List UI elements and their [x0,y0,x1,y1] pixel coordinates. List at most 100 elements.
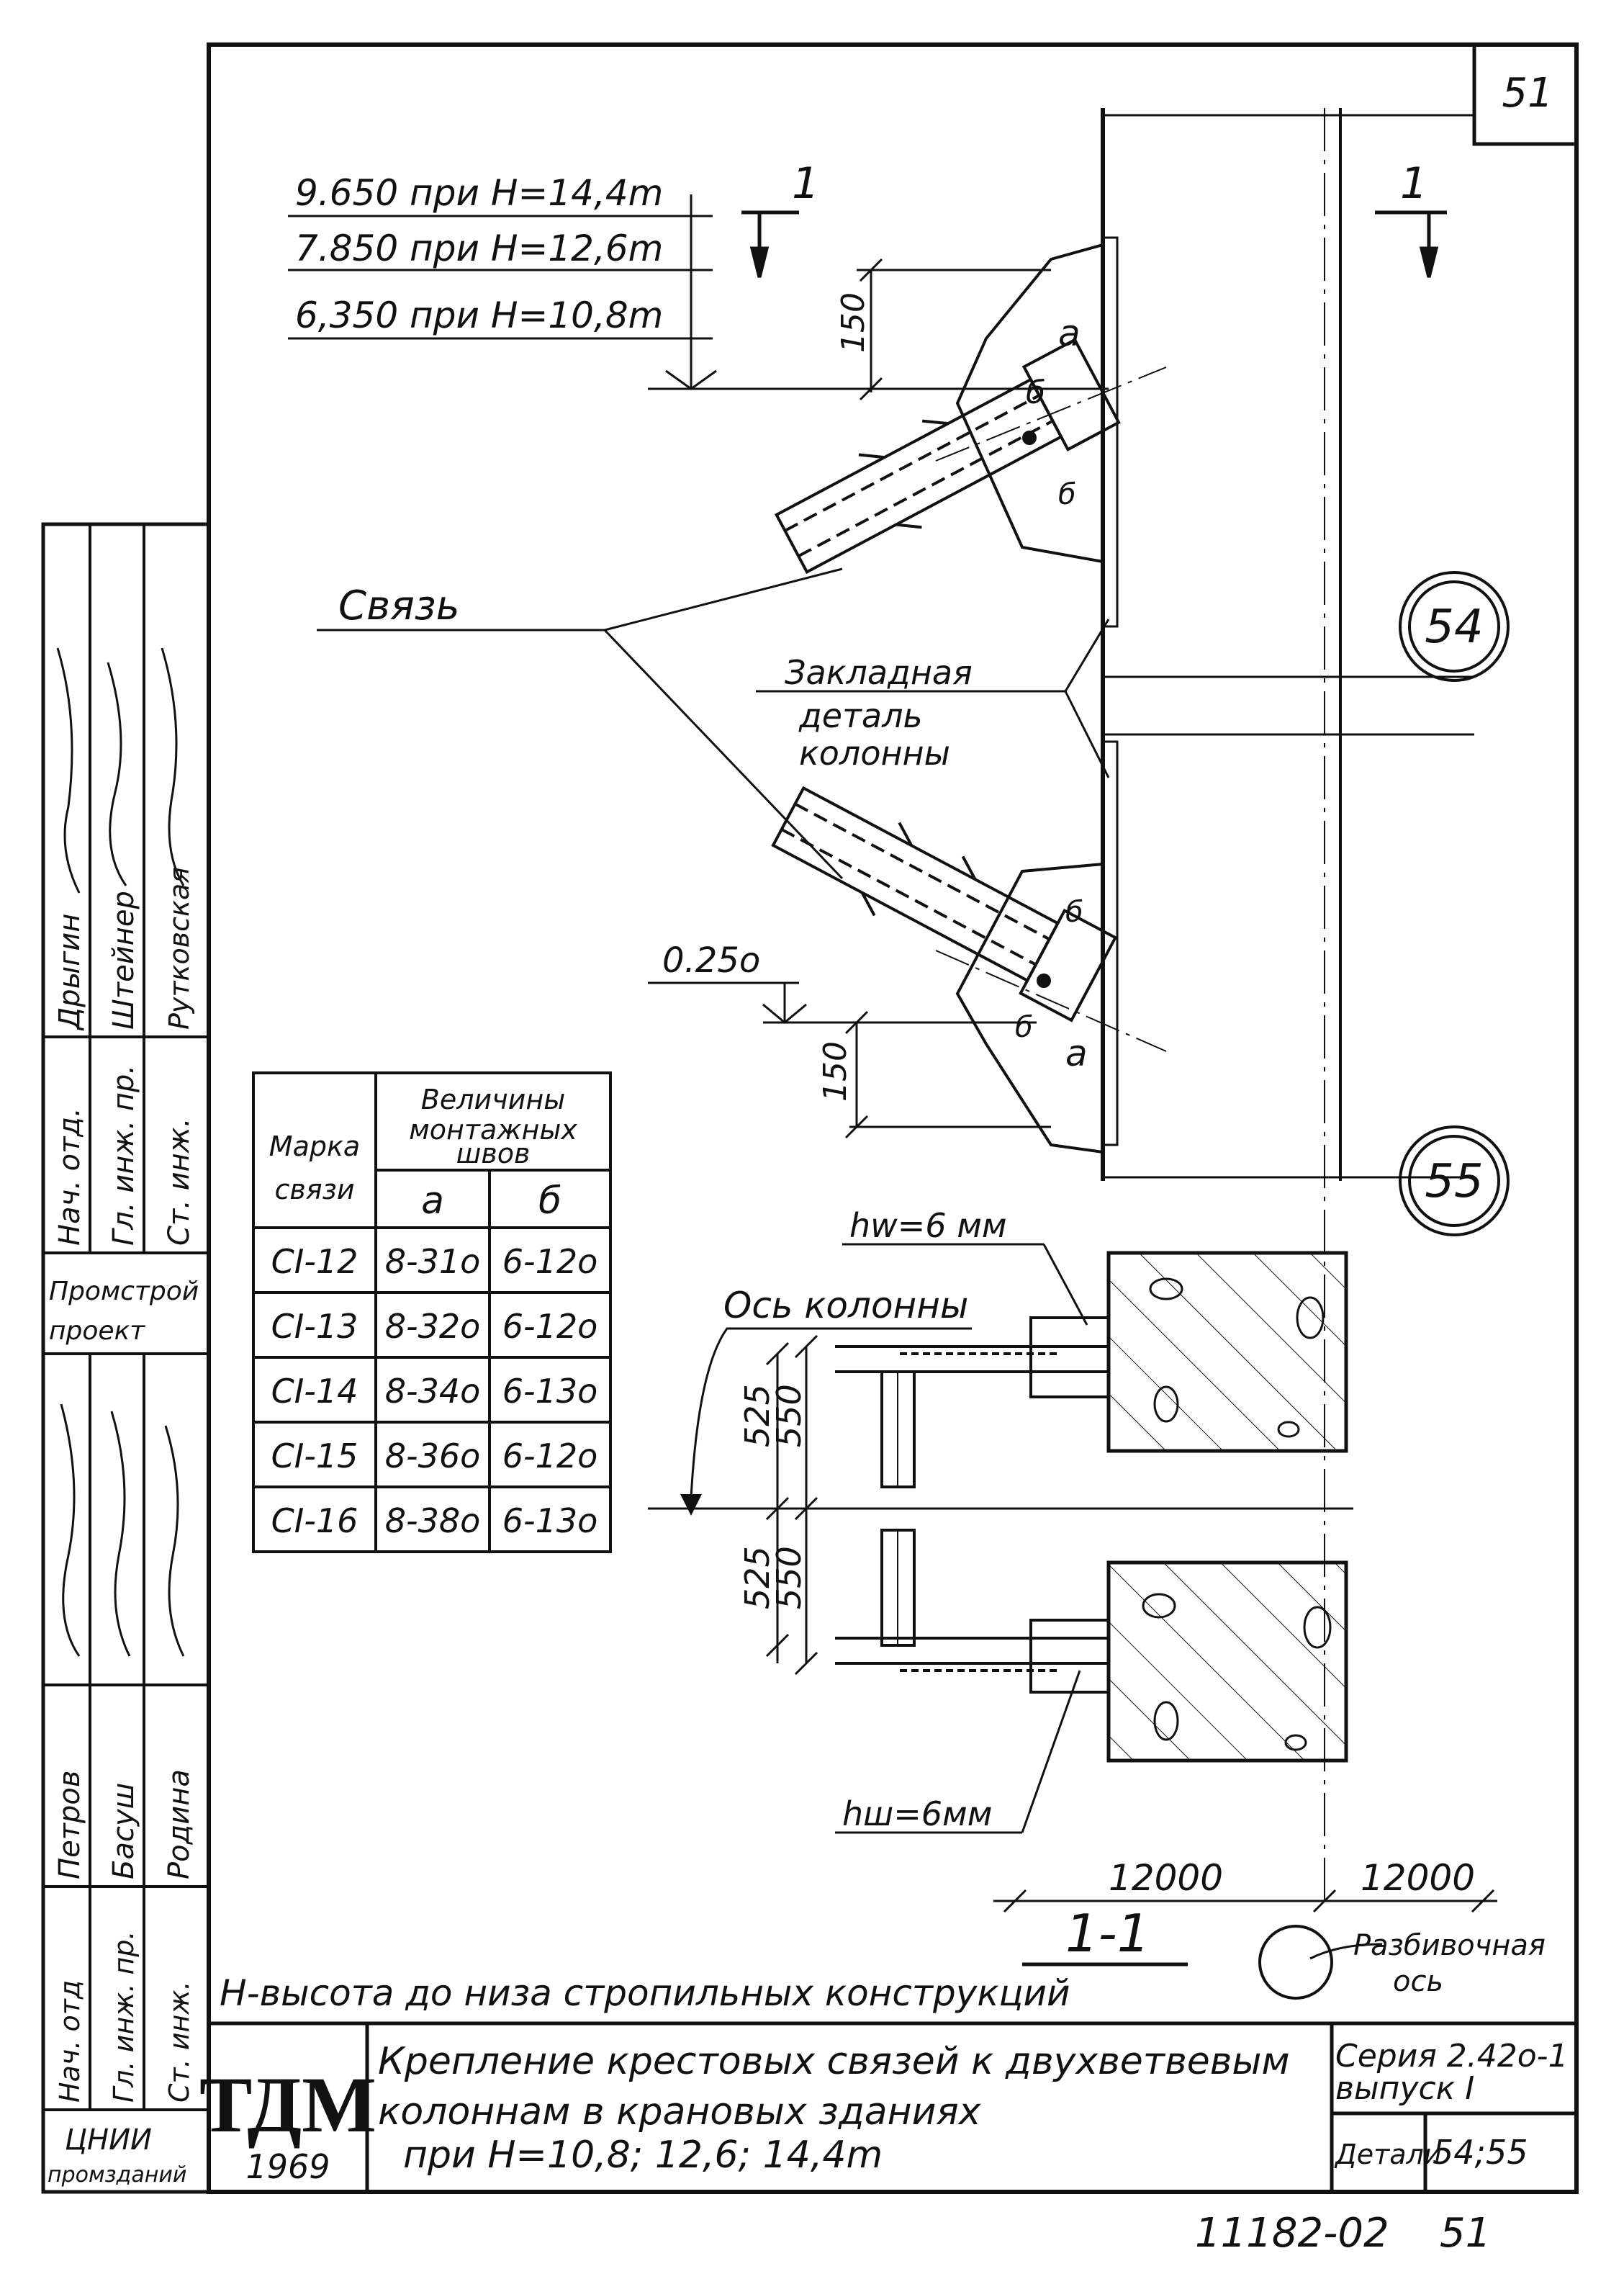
grid-axis-bubble [1258,1925,1333,2000]
elevation-1: 9.650 при H=14,4m [295,172,663,214]
elevation-3: 6,350 при H=10,8m [295,295,663,336]
elevation-0250 [648,981,1037,1024]
embedded-label-2: деталь [798,696,923,735]
table-row-mark: CI-14 [271,1372,358,1411]
weld-table [252,1071,612,1553]
stamp-lower-name-1: Петров [53,1771,86,1879]
detail-bubble-54 [1399,571,1510,682]
dim-525-bottom: 525 [738,1546,777,1609]
span-left: 12000 [1109,1857,1223,1899]
elevation-leaders [288,194,1109,390]
section-mark-left [741,210,799,278]
table-row-b: 6-12о [502,1242,598,1281]
dim-550-bottom: 550 [770,1546,808,1609]
stamp-upper-role-1: Нач. отд. [53,1107,86,1246]
logo-tdm: ТДМ [199,2061,376,2149]
stamp-lower-role-2: Гл. инж. пр. [108,1930,140,2103]
embedded-label-1: Закладная [785,653,973,692]
weld-bottom-label: hш=6мм [842,1794,992,1833]
column-axis-leader [690,1327,972,1498]
footer-page: 51 [1440,2210,1491,2257]
detail-54-text: 54 [1425,601,1483,654]
dim-525-top: 525 [738,1384,777,1447]
stamp-lower-role-1: Нач. отд [54,1980,86,2103]
weld-b-upper: б [1026,374,1045,411]
left-stamp-grid [43,524,209,2111]
embedded-leader [756,619,1110,778]
table-row-b: 6-12о [502,1307,598,1346]
dim-525-550 [765,1334,818,1676]
stamp-lower-org-1: ЦНИИ [65,2123,152,2157]
table-header-mark-2: связи [274,1174,354,1205]
series-line-2: выпуск I [1335,2070,1474,2107]
table-row-b: 6-13о [502,1372,598,1411]
upper-brace-node [774,243,1167,575]
stamp-upper-org-2: проект [49,1316,145,1346]
table-row-a: 8-31о [385,1242,481,1281]
stamp-upper-name-2: Штейнер [107,891,140,1030]
weld-bottom-leader [835,1670,1081,1834]
weld-a-upper: а [1058,313,1081,354]
weld-top-leader [842,1243,1088,1326]
detail-55-text: 55 [1425,1155,1483,1208]
weld-b-lower: б [1065,896,1083,929]
footer-code: 11182-02 [1195,2210,1389,2257]
series-line-1: Серия 2.42о-1 [1335,2038,1569,2075]
table-header-mark-1: Марка [269,1130,360,1162]
section-member-lower [835,1529,1110,1694]
section-mark-left-label: 1 [792,158,819,209]
title-block [209,2021,1576,2192]
stamp-upper-name-1: Дрыгин [53,914,86,1031]
brace-leader [317,567,844,880]
section-title: 1-1 [1065,1903,1150,1964]
sheet-frame [41,42,1579,2194]
section-mark-right-label: 1 [1400,158,1427,209]
logo-year: 1969 [245,2147,330,2186]
weld-d-upper: б [1058,478,1076,511]
table-row-a: 8-38о [385,1501,481,1540]
grid-axis-label-2: ось [1393,1965,1443,1998]
stamp-lower-role-3: Ст. инж. [163,1981,195,2103]
span-dimension [993,1889,1497,1913]
stamp-upper-name-3: Рутковская [163,867,195,1030]
general-note: H-высота до низа стропильных конструкций [220,1972,1070,2014]
weld-a-lower: а [1065,1033,1088,1074]
elevation-0250-text: 0.25о [662,940,760,981]
title-line-3: при H=10,8; 12,6; 14,4m [403,2134,883,2177]
page-number-box: 51 [1502,70,1553,117]
dim-550-top: 550 [770,1384,808,1447]
stamp-upper-org-1: Промстрой [49,1277,199,1306]
weld-d-lower: б [1015,1011,1033,1044]
concrete-block-lower [1106,1560,1348,1763]
span-right: 12000 [1361,1857,1475,1899]
grid-axis-label-1: Разбивочная [1353,1929,1546,1962]
table-header-values-2: монтажных [409,1114,577,1146]
lower-brace-node [771,786,1167,1154]
concrete-block-upper [1106,1251,1348,1453]
table-col-a: а [421,1179,444,1223]
details-label: Детали [1334,2139,1441,2170]
table-row-mark: CI-15 [271,1437,358,1475]
dim-150-upper [857,258,1051,401]
embedded-label-3: колонны [799,734,950,773]
table-row-mark: CI-12 [271,1242,358,1281]
column-axis-label: Ось колонны [723,1285,968,1326]
section-mark-right [1375,210,1447,278]
dim-150-lower [844,1010,1051,1139]
table-row-b: 6-13о [502,1501,598,1540]
title-line-1: Крепление крестовых связей к двухветвевы… [378,2040,1290,2083]
stamp-upper-role-3: Ст. инж. [163,1118,196,1246]
stamp-lower-name-2: Басуш [107,1783,140,1879]
stamp-lower-name-3: Родина [163,1769,196,1879]
section-member-upper [835,1316,1110,1488]
table-row-a: 8-36о [385,1437,481,1475]
table-header-values-3: швов [456,1138,531,1169]
table-row-a: 8-32о [385,1307,481,1346]
elevation-2: 7.850 при H=12,6m [295,228,663,269]
dim-150-upper-text: 150 [835,292,872,353]
brace-label: Связь [338,583,460,629]
title-line-2: колоннам в крановых зданиях [378,2090,982,2134]
table-header-values-1: Величины [421,1084,565,1115]
stamp-upper-role-2: Гл. инж. пр. [107,1065,140,1246]
